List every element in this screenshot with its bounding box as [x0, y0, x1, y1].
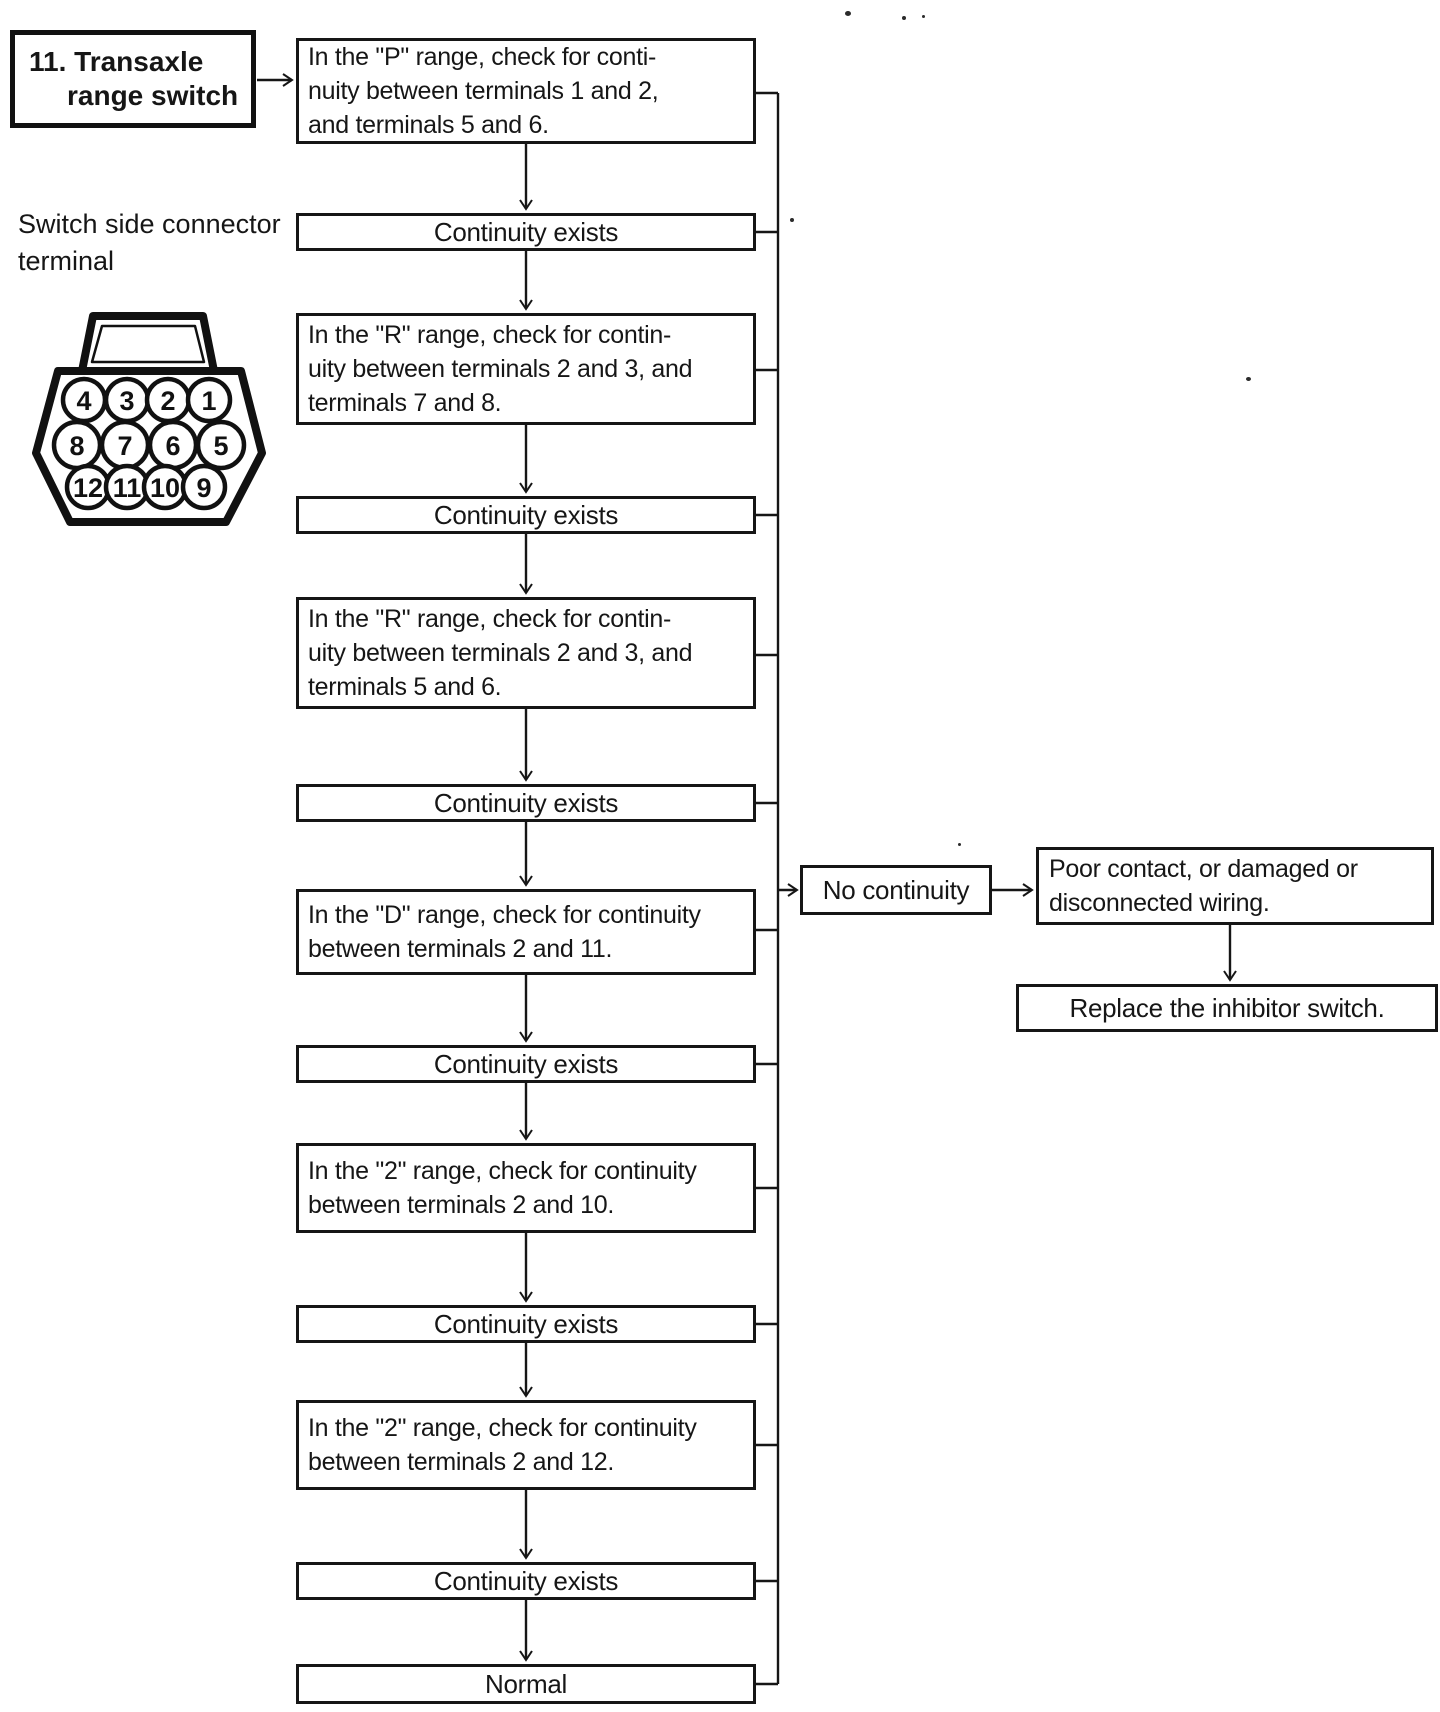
result-continuity-exists-1: Continuity exists: [296, 213, 756, 251]
terminal-number: 8: [69, 431, 84, 461]
scan-speck: [845, 11, 851, 16]
scan-speck: [922, 15, 925, 18]
step-check-d-range: In the "D" range, check for continuity b…: [296, 889, 756, 975]
scan-speck: [902, 16, 906, 20]
title-line-1: 11. Transaxle: [29, 46, 204, 77]
terminal-number: 11: [113, 473, 142, 503]
terminal-number: 12: [73, 473, 103, 503]
connector-terminal-label-line2: terminal: [18, 246, 115, 276]
terminal-number: 2: [160, 386, 175, 416]
result-continuity-exists-6: Continuity exists: [296, 1562, 756, 1600]
terminal-number: 3: [119, 386, 134, 416]
terminal-number: 6: [165, 431, 180, 461]
connector-terminal-label-line1: Switch side connector: [18, 209, 281, 239]
result-normal: Normal: [296, 1664, 756, 1704]
title-line-2: range switch: [67, 80, 239, 111]
step-check-r-range-2: In the "R" range, check for contin- uity…: [296, 597, 756, 709]
result-continuity-exists-2: Continuity exists: [296, 496, 756, 534]
terminal-number: 10: [150, 473, 180, 503]
branch-poor-contact: Poor contact, or damaged or disconnected…: [1036, 847, 1434, 925]
step-check-2-range-2: In the "2" range, check for continuity b…: [296, 1400, 756, 1490]
step-check-r-range-1: In the "R" range, check for contin- uity…: [296, 313, 756, 425]
terminal-number: 7: [117, 431, 132, 461]
terminal-number: 5: [213, 431, 228, 461]
result-continuity-exists-5: Continuity exists: [296, 1305, 756, 1343]
terminal-number: 9: [196, 473, 211, 503]
step-check-p-range: In the "P" range, check for conti- nuity…: [296, 38, 756, 144]
connector-terminal-label: Switch side connector terminal: [18, 206, 281, 280]
title-box: 11. Transaxle range switch: [10, 30, 256, 128]
terminal-number: 4: [76, 386, 91, 416]
scan-speck: [958, 843, 961, 846]
result-continuity-exists-4: Continuity exists: [296, 1045, 756, 1083]
scan-speck: [790, 218, 794, 222]
result-continuity-exists-3: Continuity exists: [296, 784, 756, 822]
branch-no-continuity: No continuity: [800, 865, 992, 915]
terminal-number: 1: [201, 386, 216, 416]
branch-replace-inhibitor-switch: Replace the inhibitor switch.: [1016, 984, 1438, 1032]
step-check-2-range-1: In the "2" range, check for continuity b…: [296, 1143, 756, 1233]
scan-speck: [1246, 377, 1251, 381]
connector-diagram: 4 3 2 1 8 7 6 5 12 11 10 9: [32, 312, 266, 526]
